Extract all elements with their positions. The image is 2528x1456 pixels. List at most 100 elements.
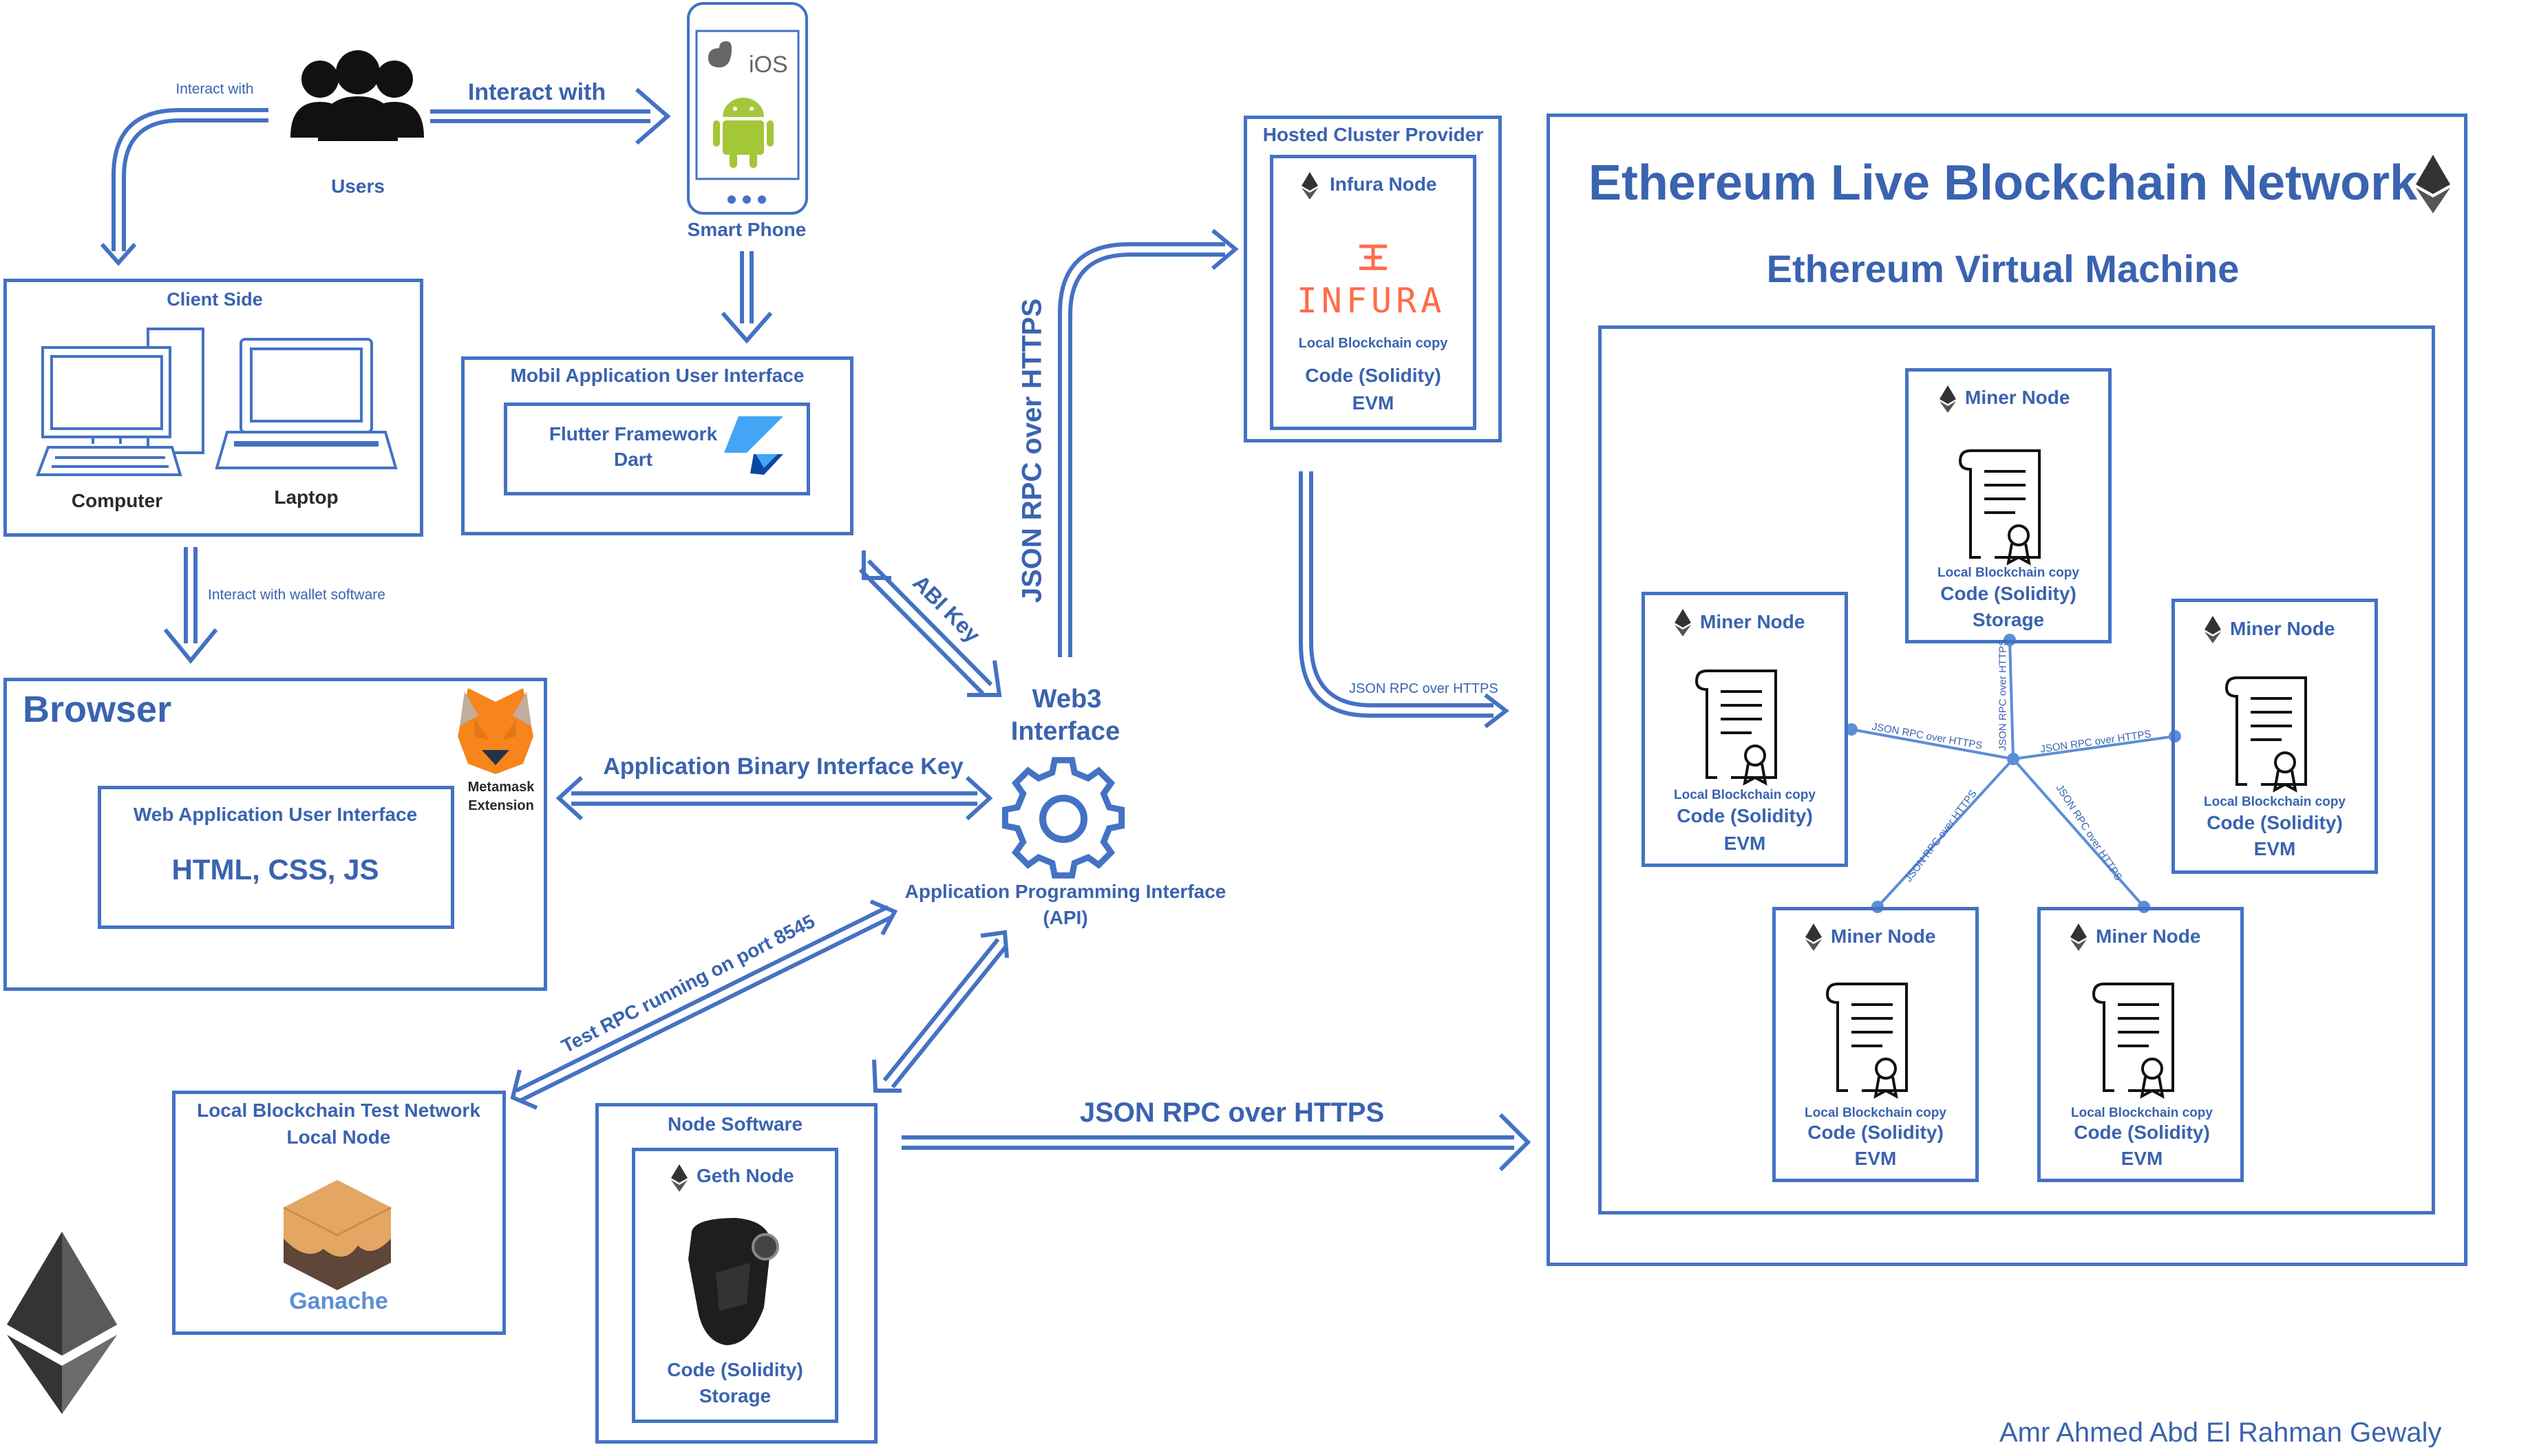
browser-title: Browser	[23, 689, 172, 730]
certificate-icon	[1825, 983, 1908, 1099]
ganache-label: Ganache	[289, 1288, 388, 1314]
evm-box	[1598, 325, 2435, 1214]
miner-mesh	[1851, 639, 2176, 908]
arrow-web3-localtest	[510, 899, 898, 1110]
gear-icon	[1001, 757, 1125, 879]
rpc-bottom-label: JSON RPC over HTTPS	[1079, 1098, 1385, 1128]
arrow-browser-web3	[555, 775, 993, 821]
miner-node-box-bottom-left	[1772, 907, 1979, 1182]
arrow-users-to-client	[111, 108, 268, 251]
rpc-infura-label: JSON RPC over HTTPS	[1349, 681, 1498, 696]
node-software-title: Node Software	[667, 1113, 803, 1135]
ethereum-icon	[671, 1164, 688, 1192]
arrow-web3-nodesoftware	[872, 930, 1009, 1093]
miner-copy: Local Blockchain copy	[1674, 788, 1816, 802]
miner-node-title: Miner Node	[2096, 925, 2201, 947]
eth-small-icons	[671, 172, 2221, 1192]
arrow-infura-to-ethereum	[1299, 471, 1509, 729]
metamask-label-1: Metamask	[467, 780, 535, 795]
ethereum-logo-large	[7, 1232, 117, 1414]
metamask-label-2: Extension	[468, 798, 534, 813]
ethereum-network-box	[1547, 114, 2467, 1266]
infura-copy-label: Local Blockchain copy	[1298, 336, 1448, 351]
users-label: Users	[331, 175, 385, 197]
mesh-label-up: JSON RPC over HTTPS	[1997, 639, 2009, 751]
geth-code-label: Code (Solidity)	[667, 1359, 803, 1380]
hosted-cluster-title: Hosted Cluster Provider	[1262, 124, 1484, 145]
infura-logo-text: INFURA	[1296, 281, 1446, 321]
miner-code: Code (Solidity)	[1677, 805, 1813, 826]
local-test-title-2: Local Node	[286, 1126, 391, 1148]
web-ui-box	[98, 786, 454, 929]
ethereum-icon	[1675, 609, 1691, 636]
evm-subtitle: Ethereum Virtual Machine	[1766, 247, 2240, 290]
browser-box	[3, 678, 547, 991]
infura-node-label: Infura Node	[1330, 173, 1437, 195]
miner-node-box-right	[2171, 599, 2378, 874]
miner-node-box-left	[1642, 592, 1848, 867]
author-label: Amr Ahmed Abd El Rahman Gewaly	[1999, 1417, 2442, 1448]
client-side-box	[3, 279, 423, 537]
interact-with-left: Interact with	[176, 81, 254, 97]
ethereum-icon	[1940, 385, 1956, 413]
ethereum-icon	[2205, 616, 2221, 643]
miner-node-title: Miner Node	[1965, 387, 2070, 408]
certificate-icon	[1695, 670, 1777, 786]
ethereum-icon	[2070, 923, 2087, 951]
rpc-vertical-label: JSON RPC over HTTPS	[1017, 298, 1048, 603]
miner-node-title: Miner Node	[2230, 618, 2335, 639]
web-ui-title: Web Application User Interface	[133, 804, 418, 825]
miner-last: EVM	[2121, 1148, 2163, 1169]
infura-evm-label: EVM	[1352, 392, 1394, 414]
client-side-title: Client Side	[167, 289, 263, 310]
ethereum-title: Ethereum Live Blockchain Network	[1588, 156, 2418, 211]
miner-last: EVM	[1854, 1148, 1897, 1169]
wallet-software-label: Interact with wallet software	[208, 587, 385, 603]
miner-node-box-bottom-right	[2037, 907, 2244, 1182]
certificate-icon	[1958, 449, 2041, 566]
api-label-1: Application Programming Interface	[904, 881, 1226, 902]
arrow-client-to-browser	[184, 547, 198, 643]
miner-copy: Local Blockchain copy	[2071, 1106, 2213, 1120]
hosted-cluster-box	[1244, 116, 1502, 442]
certificate-icons	[1695, 449, 2307, 1099]
infura-code-label: Code (Solidity)	[1305, 365, 1441, 386]
laptop-label: Laptop	[274, 486, 339, 508]
interact-with-right: Interact with	[467, 79, 606, 105]
ethereum-icon	[1805, 923, 1822, 951]
miner-code: Code (Solidity)	[2074, 1122, 2210, 1143]
ganache-logo	[283, 1180, 392, 1290]
miner-code: Code (Solidity)	[2207, 812, 2343, 833]
local-test-title-1: Local Blockchain Test Network	[197, 1100, 480, 1121]
mobile-ui-box	[461, 356, 853, 535]
miner-copy: Local Blockchain copy	[1937, 566, 2079, 580]
miner-node-box-top	[1905, 368, 2112, 643]
node-software-box	[595, 1103, 878, 1444]
web3-line2: Interface	[1010, 717, 1120, 746]
mobile-ui-title: Mobil Application User Interface	[510, 365, 805, 386]
miner-code: Code (Solidity)	[1807, 1122, 1944, 1143]
miner-code: Code (Solidity)	[1940, 583, 2076, 604]
arrow-mobileui-web3	[858, 550, 1002, 697]
miner-last: EVM	[1723, 833, 1766, 854]
flutter-logo	[724, 416, 783, 475]
infura-mark	[1359, 244, 1387, 270]
arrow-users-to-phone	[430, 87, 671, 145]
web-tech-label: HTML, CSS, JS	[171, 853, 379, 886]
smartphone-label: Smart Phone	[687, 219, 807, 240]
web3-line1: Web3	[1032, 685, 1102, 714]
ethereum-logo-title	[2416, 155, 2450, 213]
geth-node-label: Geth Node	[697, 1165, 794, 1186]
local-test-box	[172, 1091, 506, 1335]
miner-copy: Local Blockchain copy	[2204, 795, 2346, 809]
miner-last: EVM	[2253, 838, 2296, 859]
geth-storage-label: Storage	[699, 1385, 772, 1406]
flutter-box	[504, 403, 810, 495]
arrow-nodesw-ethereum	[902, 1113, 1531, 1172]
infura-node-box	[1270, 155, 1476, 430]
miner-node-title: Miner Node	[1831, 925, 1936, 947]
miner-node-title: Miner Node	[1700, 611, 1805, 632]
api-label-2: (API)	[1043, 907, 1088, 928]
arrow-phone-to-mobileui	[740, 251, 754, 323]
